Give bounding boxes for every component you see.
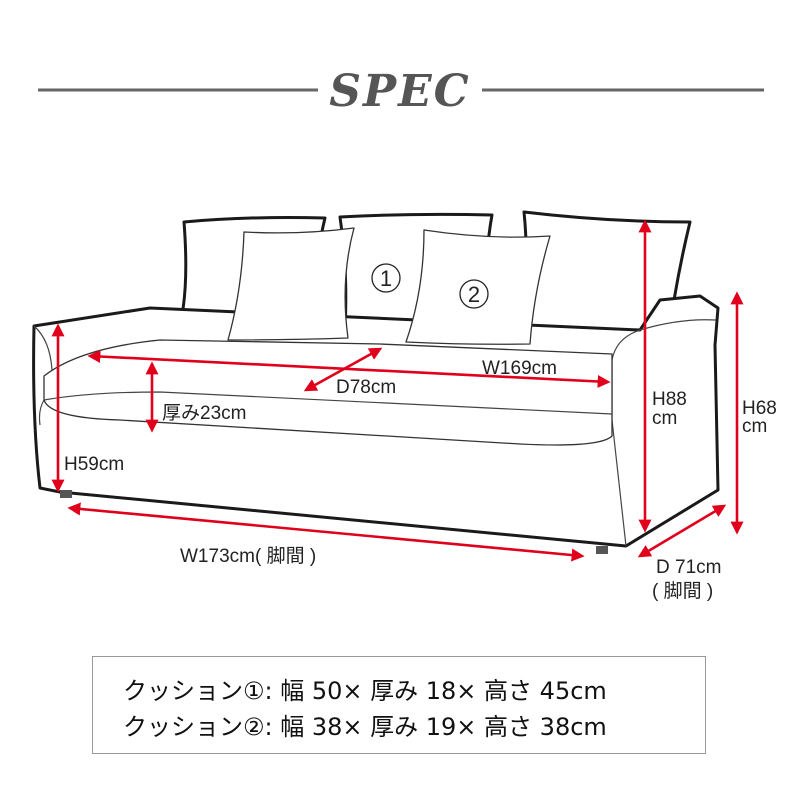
foot-right — [596, 546, 608, 554]
total-width-arrow — [67, 502, 585, 562]
depth-note: ( 脚間 ) — [652, 580, 713, 602]
cushion-2 — [405, 229, 551, 345]
cushion-2-number: 2 — [468, 282, 480, 307]
cushion-1-number: 1 — [380, 266, 392, 291]
cushion-1 — [227, 227, 355, 341]
cushion-thickness-label: 厚み23cm — [162, 403, 246, 424]
foot-left — [60, 490, 72, 498]
seat-depth-label: D78cm — [336, 377, 396, 398]
depth-arrow — [637, 504, 727, 558]
cushion-1-spec: クッション①: 幅 50× 厚み 18× 高さ 45cm — [123, 677, 607, 705]
seat-width-label: W169cm — [482, 358, 557, 379]
cushion-1-marker — [371, 263, 401, 293]
seat-height-label: H59cm — [64, 454, 124, 475]
total-width-label: W173cm( 脚間 ) — [180, 545, 316, 567]
spec-title: SPEC — [329, 66, 470, 117]
cushion-2-spec: クッション②: 幅 38× 厚み 19× 高さ 38cm — [123, 713, 607, 741]
cushion-spec-box: クッション①: 幅 50× 厚み 18× 高さ 45cm クッション②: 幅 3… — [92, 656, 706, 754]
back-height-label: H88 — [652, 389, 687, 410]
arm-height-label: H68 — [742, 398, 777, 419]
arm-height-unit: cm — [742, 416, 767, 437]
cushion-2-marker — [459, 279, 489, 309]
back-height-unit: cm — [652, 408, 677, 429]
depth-label: D 71cm — [656, 557, 721, 578]
seat-depth-arrow — [303, 347, 383, 392]
